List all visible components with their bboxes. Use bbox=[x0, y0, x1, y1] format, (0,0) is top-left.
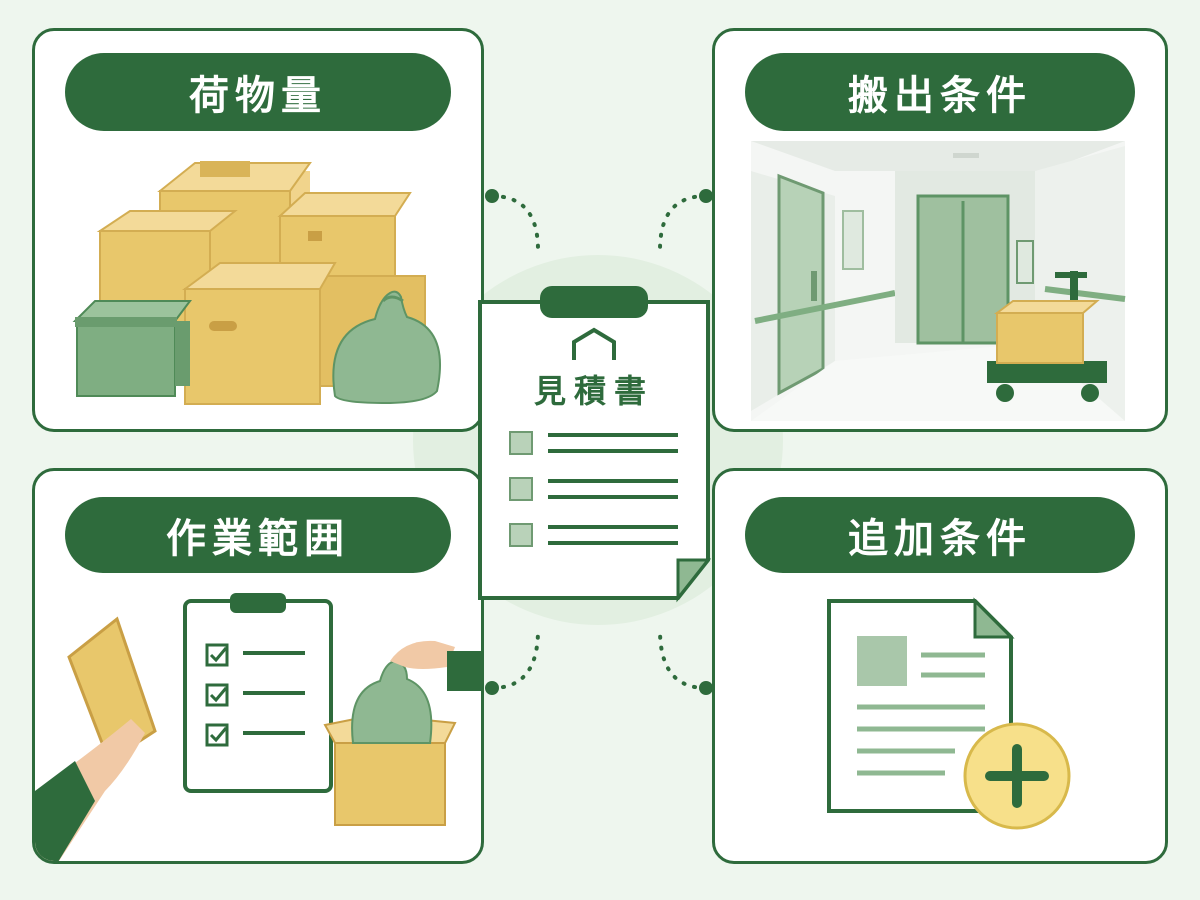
panel-title: 搬出条件 bbox=[745, 53, 1135, 131]
estimate-title: 見積書 bbox=[533, 372, 654, 410]
panel-title: 荷物量 bbox=[65, 53, 451, 131]
panel-carry-out-conditions: 搬出条件 bbox=[712, 28, 1168, 432]
estimate-document-icon bbox=[478, 286, 712, 603]
panel-additional-conditions: 追加条件 bbox=[712, 468, 1168, 864]
cardboard-boxes-icon bbox=[72, 161, 441, 405]
panel-title: 作業範囲 bbox=[65, 497, 451, 573]
connector-dot bbox=[485, 681, 499, 695]
clipboard-checklist-icon bbox=[35, 593, 481, 861]
panel-work-scope: 作業範囲 bbox=[32, 468, 484, 864]
document-plus-icon bbox=[827, 597, 1071, 830]
hallway-elevator-icon bbox=[751, 141, 1126, 421]
panel-luggage-volume: 荷物量 bbox=[32, 28, 484, 432]
connector-dot bbox=[485, 189, 499, 203]
connector-dot bbox=[699, 189, 713, 203]
connector-dot bbox=[699, 681, 713, 695]
panel-title: 追加条件 bbox=[745, 497, 1135, 573]
